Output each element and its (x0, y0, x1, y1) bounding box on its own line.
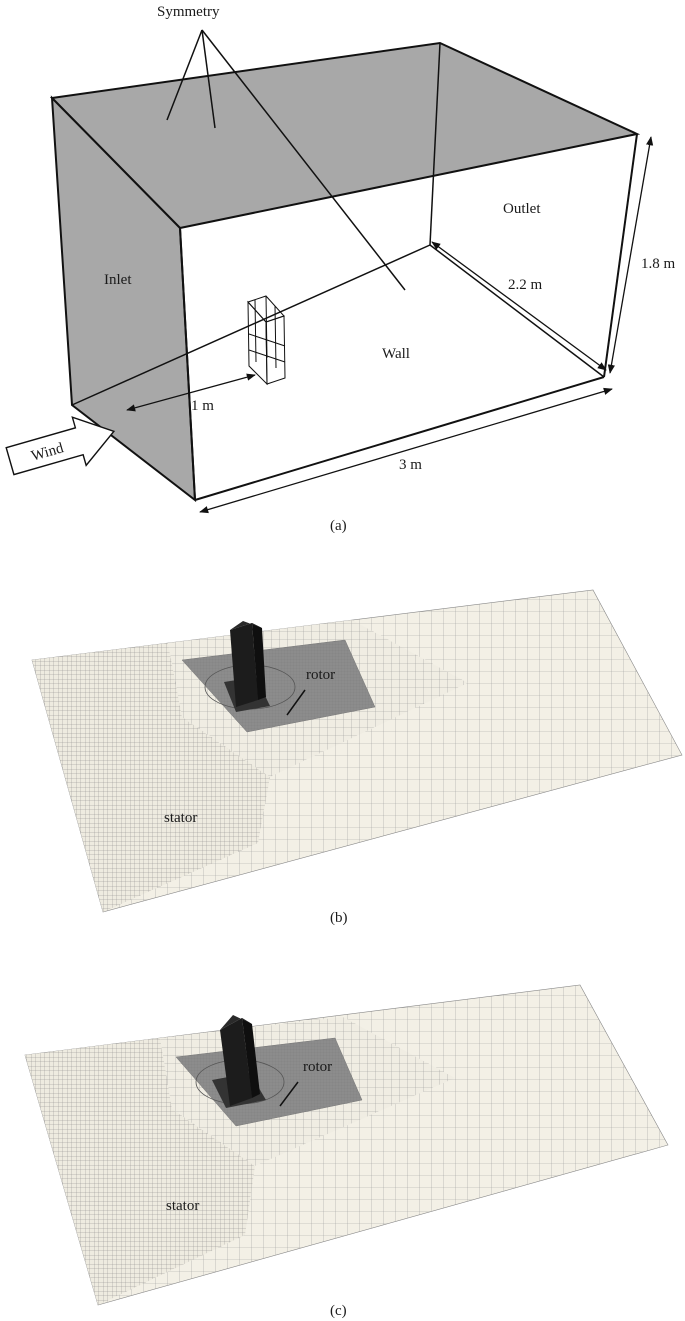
stator-label-c: stator (166, 1198, 199, 1214)
rotor-zone (175, 1037, 363, 1127)
rotor-label-b: rotor (306, 667, 335, 683)
building-front (230, 623, 258, 707)
mesh-stator-fine (25, 1038, 255, 1305)
front-bottom-edge (194, 376, 605, 501)
building-top (220, 1015, 252, 1030)
wind-arrow: Wind (5, 416, 116, 476)
symmetry-leader-2 (201, 29, 216, 129)
outlet-label: Outlet (503, 201, 541, 217)
panel-c: rotor stator (c) (24, 984, 669, 1319)
symmetry-leader-1 (166, 29, 203, 121)
dim-upstream-arrow (126, 373, 256, 412)
dim-upstream-label: 1 m (191, 398, 214, 414)
rotor-zone (181, 639, 376, 733)
symmetry-label: Symmetry (157, 4, 220, 20)
wall-label: Wall (382, 346, 410, 362)
caption-c: (c) (330, 1303, 347, 1319)
panel-b: rotor stator (b) (31, 589, 683, 926)
dim-depth-arrow (431, 241, 607, 371)
rotor-label-c: rotor (303, 1059, 332, 1075)
dim-length-label: 3 m (399, 457, 422, 473)
building-front (220, 1018, 252, 1106)
far-vertical-edge (429, 42, 441, 246)
front-right-vertical (603, 133, 638, 378)
building-top (230, 621, 262, 630)
dim-height-arrow (607, 136, 654, 374)
building-side (252, 623, 266, 700)
building-wireframe (247, 295, 286, 386)
dim-height-label: 1.8 m (641, 256, 676, 272)
far-floor-edge-1 (429, 244, 605, 378)
front-left-vertical (179, 227, 196, 501)
rotor-leader (286, 689, 306, 716)
symmetry-leader-3 (201, 29, 406, 291)
stator-label-b: stator (164, 810, 197, 826)
inlet-label: Inlet (104, 272, 132, 288)
mesh-stator-fine (32, 643, 270, 912)
caption-b: (b) (330, 910, 348, 926)
dim-depth-label: 2.2 m (508, 277, 543, 293)
dim-length-arrow (199, 387, 613, 514)
rotor-leader (279, 1081, 299, 1107)
panel-a: Wind Symmetry Outlet Inlet Wall 1.8 m 2.… (5, 4, 676, 534)
building-side (242, 1018, 260, 1098)
caption-a: (a) (330, 518, 347, 534)
